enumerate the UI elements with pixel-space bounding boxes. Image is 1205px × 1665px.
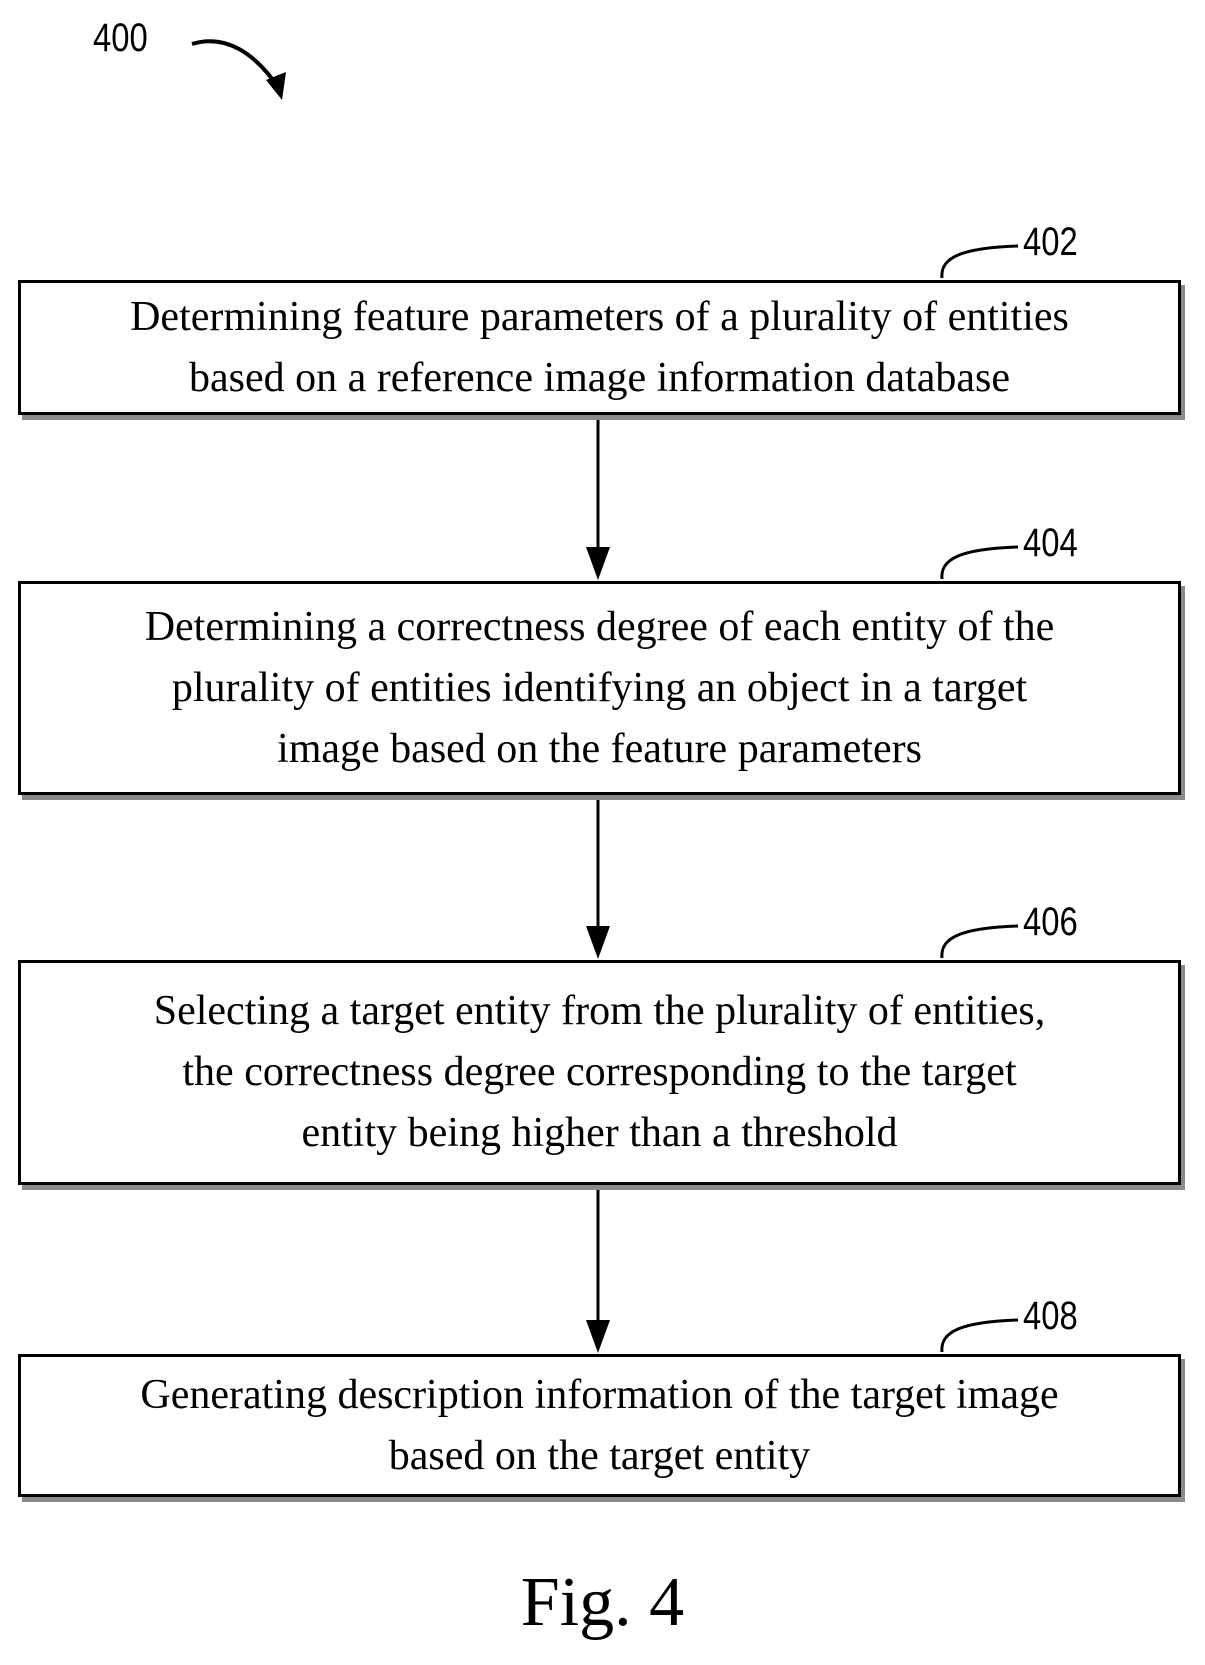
step-402-text-line-1: Determining feature parameters of a plur… — [130, 287, 1069, 348]
step-reference-408: 408 — [1023, 1296, 1078, 1336]
step-408-text-line-1: Generating description information of th… — [140, 1365, 1058, 1426]
step-reference-406: 406 — [1023, 902, 1078, 942]
step-box-406: Selecting a target entity from the plura… — [18, 960, 1181, 1185]
figure-caption: Fig. 4 — [0, 1568, 1205, 1638]
step-408-text-line-2: based on the target entity — [389, 1426, 810, 1487]
step-reference-402: 402 — [1023, 222, 1078, 262]
figure-reference-arrow — [192, 41, 280, 90]
step-406-text-line-2: the correctness degree corresponding to … — [182, 1042, 1016, 1103]
step-406-text-line-1: Selecting a target entity from the plura… — [154, 981, 1045, 1042]
leader-line-406 — [942, 926, 1018, 958]
leader-line-408 — [942, 1320, 1018, 1352]
step-reference-404: 404 — [1023, 523, 1078, 563]
step-box-402: Determining feature parameters of a plur… — [18, 280, 1181, 415]
step-404-text-line-3: image based on the feature parameters — [277, 719, 922, 780]
step-406-text-line-3: entity being higher than a threshold — [301, 1103, 897, 1164]
flow-arrowhead-408 — [586, 1320, 610, 1353]
flow-arrowhead-406 — [586, 926, 610, 959]
leader-line-404 — [942, 547, 1018, 579]
step-404-text-line-2: plurality of entities identifying an obj… — [172, 658, 1027, 719]
step-402-text-line-2: based on a reference image information d… — [189, 348, 1010, 409]
step-box-404: Determining a correctness degree of each… — [18, 581, 1181, 795]
flow-arrowhead-404 — [586, 547, 610, 580]
leader-line-402 — [942, 246, 1018, 278]
step-404-text-line-1: Determining a correctness degree of each… — [145, 597, 1055, 658]
step-box-408: Generating description information of th… — [18, 1354, 1181, 1497]
